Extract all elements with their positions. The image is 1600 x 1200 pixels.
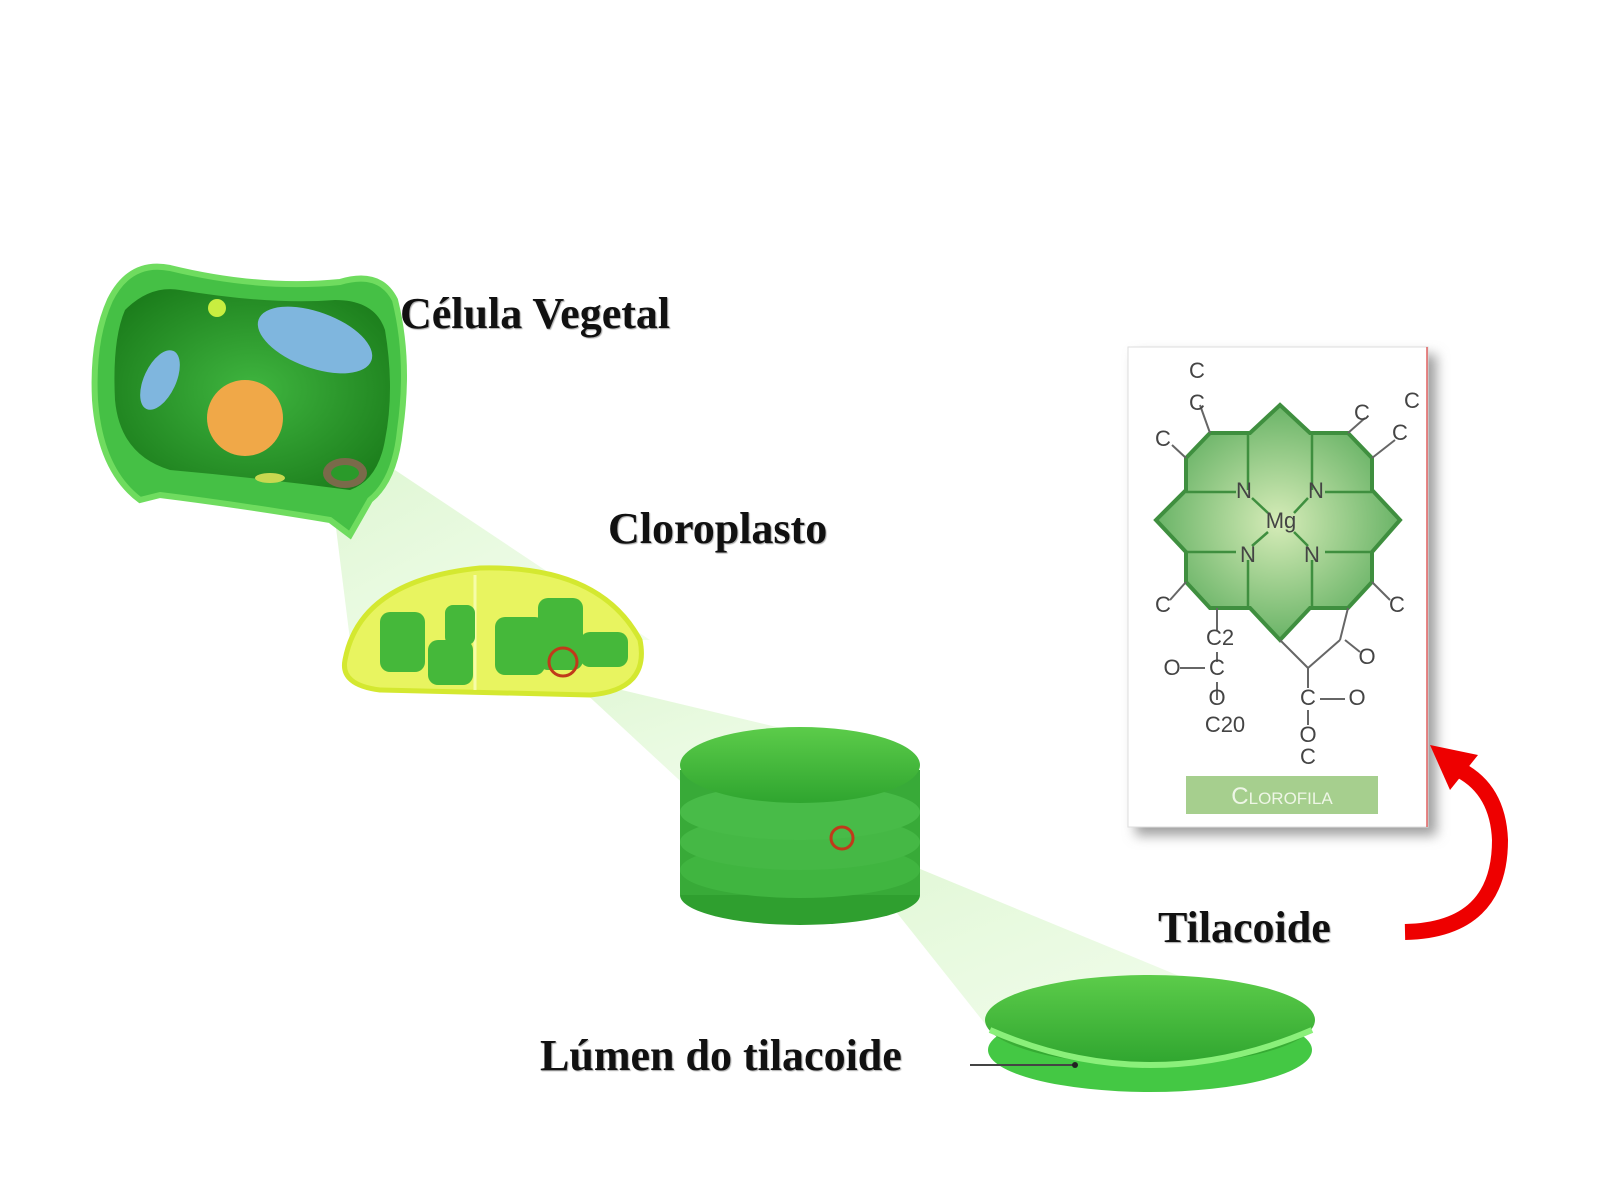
- granum-stack-illustration: [680, 727, 920, 925]
- atom-label: C: [1155, 592, 1171, 617]
- atom-label: O: [1163, 655, 1180, 680]
- atom-label: C: [1189, 358, 1205, 383]
- atom-label: Mg: [1266, 508, 1297, 533]
- atom-label: C: [1392, 420, 1408, 445]
- atom-label: C: [1189, 390, 1205, 415]
- atom-label: C: [1155, 426, 1171, 451]
- label-cell: Célula Vegetal: [400, 288, 670, 339]
- label-lumen: Lúmen do tilacoide: [540, 1030, 902, 1081]
- chlorophyll-caption: Clorofila: [1231, 783, 1333, 810]
- atom-label: C: [1300, 685, 1316, 710]
- atom-label: N: [1236, 478, 1252, 503]
- label-thylakoid: Tilacoide: [1158, 902, 1331, 953]
- atom-label: N: [1304, 542, 1320, 567]
- atom-label: C2: [1206, 625, 1234, 650]
- thylakoid-disc-illustration: [970, 975, 1315, 1092]
- atom-label: O: [1358, 644, 1375, 669]
- atom-label: O: [1208, 685, 1225, 710]
- atom-label: C: [1354, 400, 1370, 425]
- atom-label: N: [1240, 542, 1256, 567]
- atom-label: C: [1389, 592, 1405, 617]
- plant-cell-illustration: [95, 267, 404, 535]
- label-chloroplast: Cloroplasto: [608, 503, 827, 554]
- atom-label: O: [1348, 685, 1365, 710]
- atom-label: C: [1209, 655, 1225, 680]
- atom-label: C: [1300, 744, 1316, 769]
- atom-label: C20: [1205, 712, 1245, 737]
- atom-label: C: [1404, 388, 1420, 413]
- atom-label: N: [1308, 478, 1324, 503]
